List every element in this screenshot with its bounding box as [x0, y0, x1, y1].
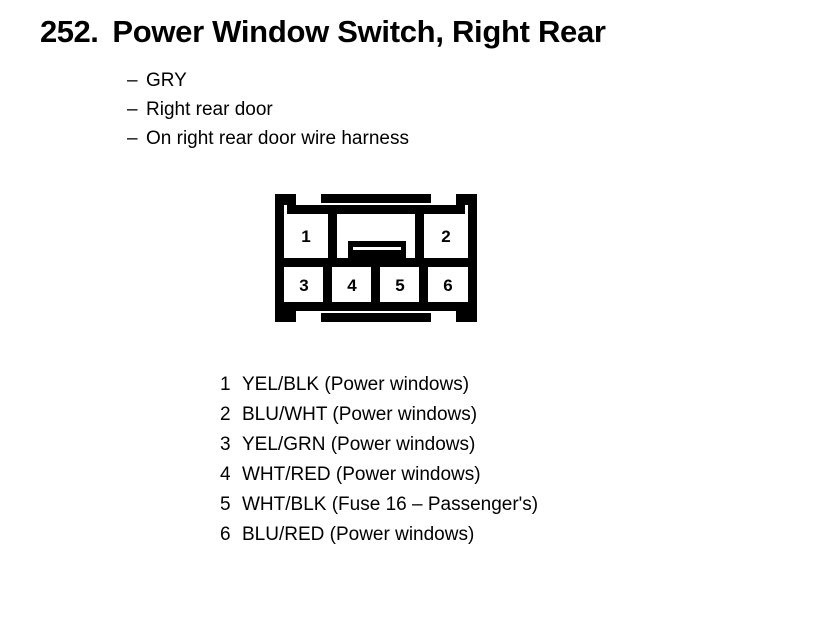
- pin-legend-description: WHT/RED (Power windows): [242, 464, 481, 485]
- dash-icon: –: [127, 128, 138, 149]
- page-title-text: Power Window Switch, Right Rear: [112, 14, 606, 49]
- connector-pin-number: 5: [395, 276, 404, 295]
- connector-riser-bottom-left: [287, 302, 296, 322]
- pin-legend-row: 1 YEL/BLK (Power windows): [220, 370, 538, 400]
- connector-divider-bottom-3: [419, 267, 428, 302]
- pin-legend-row: 5 WHT/BLK (Fuse 16 – Passenger's): [220, 490, 538, 520]
- connector-notch-top-right: [456, 194, 477, 205]
- pin-legend-row: 2 BLU/WHT (Power windows): [220, 400, 538, 430]
- pin-legend: 1 YEL/BLK (Power windows) 2 BLU/WHT (Pow…: [220, 370, 538, 550]
- connector-divider-top-2: [415, 205, 424, 258]
- connector-divider-bottom-2: [371, 258, 380, 302]
- page-title-number: 252.: [40, 14, 99, 49]
- connector-face-svg: 1 2 3 4 5 6: [275, 194, 477, 322]
- connector-wall-bottom: [275, 302, 477, 311]
- dash-icon: –: [127, 99, 138, 120]
- pin-legend-description: BLU/WHT (Power windows): [242, 404, 478, 425]
- connector-divider-bottom-1: [323, 267, 332, 302]
- connector-notch-bottom-right: [456, 311, 477, 322]
- connector-divider-top-1: [328, 205, 337, 258]
- pin-legend-description: BLU/RED (Power windows): [242, 524, 475, 545]
- connector-pin-number: 6: [443, 276, 452, 295]
- latch-tab-slot: [353, 247, 401, 250]
- dash-icon: –: [127, 70, 138, 91]
- connector-rail-top: [296, 205, 456, 214]
- connector-pin-number: 4: [347, 276, 357, 295]
- list-item-label: On right rear door wire harness: [146, 128, 409, 149]
- pin-legend-row: 6 BLU/RED (Power windows): [220, 520, 538, 550]
- pin-legend-description: WHT/BLK (Fuse 16 – Passenger's): [242, 494, 539, 515]
- pin-legend-description: YEL/GRN (Power windows): [242, 434, 476, 455]
- list-item-label: GRY: [146, 70, 187, 91]
- connector-notch-top-left: [275, 194, 296, 205]
- list-item-label: Right rear door: [146, 99, 273, 120]
- list-item: – GRY: [127, 66, 409, 95]
- pin-legend-description: YEL/BLK (Power windows): [242, 374, 470, 395]
- list-item: – On right rear door wire harness: [127, 124, 409, 153]
- connector-notch-bottom-left: [275, 311, 296, 322]
- list-item: – Right rear door: [127, 95, 409, 124]
- connector-pin-number: 3: [299, 276, 308, 295]
- pin-legend-row: 4 WHT/RED (Power windows): [220, 460, 538, 490]
- pin-legend-number: 6: [220, 524, 231, 545]
- pin-legend-number: 1: [220, 374, 231, 395]
- connector-diagram: 1 2 3 4 5 6: [268, 188, 484, 336]
- pin-legend-row: 3 YEL/GRN (Power windows): [220, 430, 538, 460]
- pin-legend-number: 4: [220, 464, 231, 485]
- connector-attributes-list: – GRY – Right rear door – On right rear …: [127, 66, 409, 153]
- page-title: 252. Power Window Switch, Right Rear: [40, 14, 606, 50]
- pin-legend-number: 2: [220, 404, 231, 425]
- connector-riser-top-right: [456, 194, 465, 214]
- connector-pin-number: 1: [301, 227, 310, 246]
- pin-legend-number: 3: [220, 434, 231, 455]
- connector-pin-number: 2: [441, 227, 450, 246]
- pin-legend-number: 5: [220, 494, 231, 515]
- connector-riser-bottom-right: [456, 302, 465, 322]
- connector-riser-top-left: [287, 194, 296, 214]
